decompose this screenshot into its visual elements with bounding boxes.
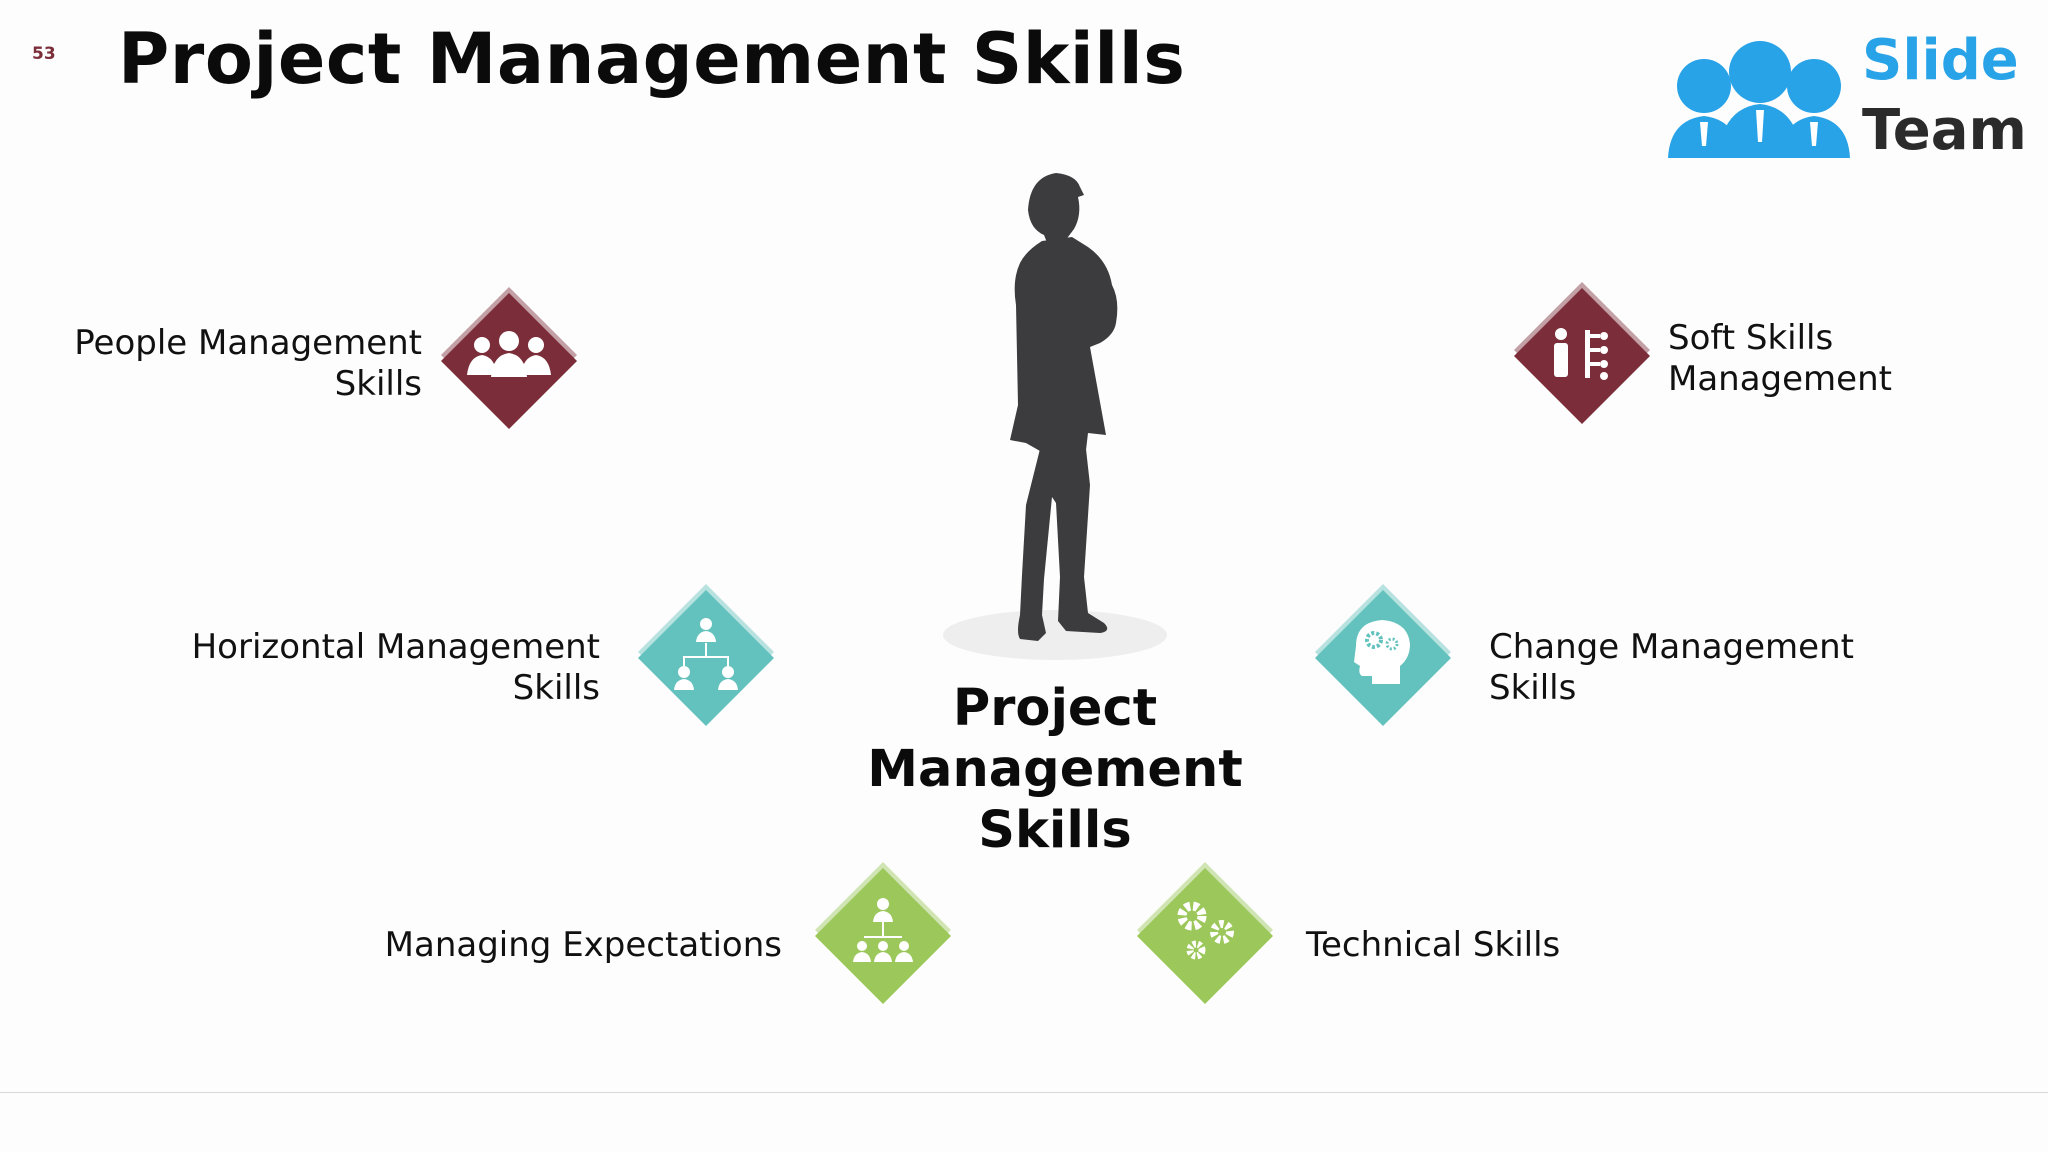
org-chart-icon: [674, 618, 738, 690]
people-group-icon: [467, 331, 551, 377]
center-label-text: Project Management Skills: [867, 679, 1243, 860]
page-number: 53: [32, 44, 56, 64]
center-label: Project Management Skills: [830, 678, 1280, 861]
brain-gears-icon: [1354, 620, 1410, 684]
businessman-silhouette: [943, 173, 1167, 660]
skill-label-technical-skills: Technical Skills: [1306, 925, 1561, 965]
logo-word-team: Team: [1862, 98, 2027, 163]
gears-icon: [1177, 901, 1234, 960]
logo-word-slide: Slide: [1862, 28, 2019, 93]
skill-label-soft-skills: Soft Skills Management: [1668, 318, 1892, 399]
soft-skills-icon: [1554, 328, 1608, 380]
team-hierarchy-icon: [853, 898, 913, 962]
diamond-technical-skills: [1137, 862, 1273, 1004]
skill-label-managing-expectations: Managing Expectations: [384, 925, 782, 965]
slide-title: Project Management Skills: [118, 18, 1186, 100]
skill-label-horizontal-management: Horizontal Management Skills: [191, 627, 600, 708]
diamond-change-management: [1315, 584, 1451, 726]
diamond-people-management: [441, 287, 577, 429]
diamond-managing-expectations: [815, 862, 951, 1004]
skill-label-change-management: Change Management Skills: [1489, 627, 1854, 708]
diamond-soft-skills: [1514, 282, 1650, 424]
footer-divider: [0, 1092, 2048, 1093]
skill-label-people-management: People Management Skills: [74, 323, 422, 404]
diamond-horizontal-management: [638, 584, 774, 726]
slideteam-logo: [1668, 41, 1850, 158]
